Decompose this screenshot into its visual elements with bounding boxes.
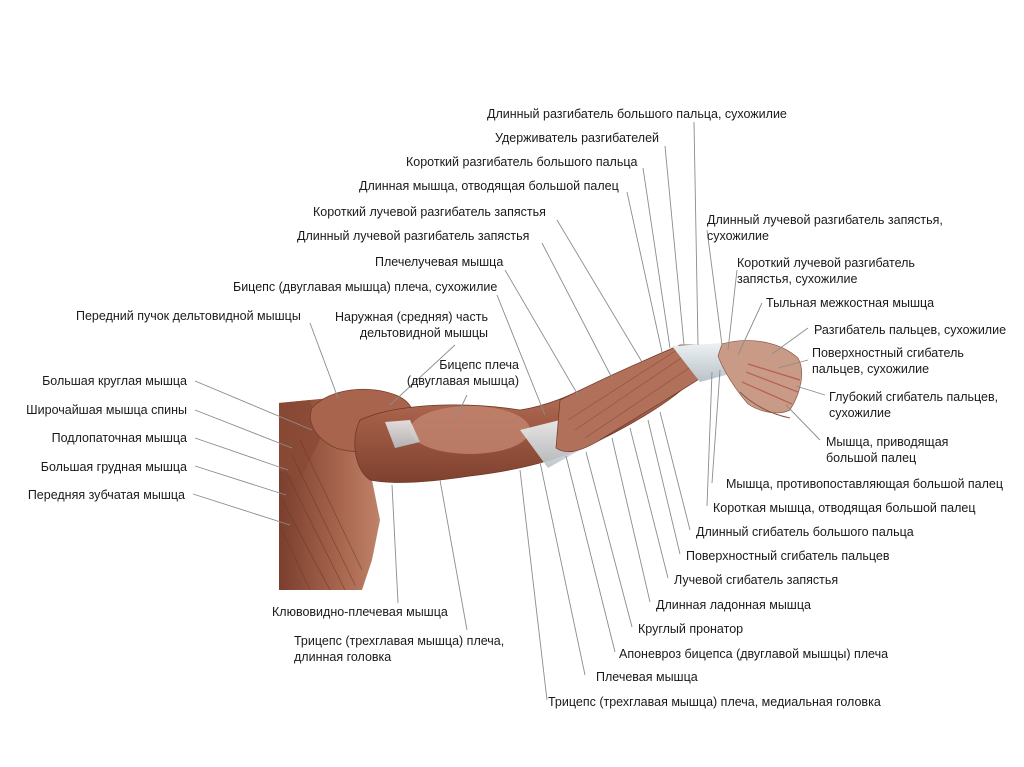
label-dorsal-interosseous: Тыльная межкостная мышца	[766, 296, 935, 310]
label-biceps-tendon: Бицепс (двуглавая мышца) плеча, сухожили…	[233, 280, 498, 294]
label-brachioradialis: Плечелучевая мышца	[375, 255, 504, 269]
label-ext-pollicis-longus: Длинный разгибатель большого пальца, сух…	[487, 107, 787, 121]
label-fcr: Лучевой сгибатель запястья	[674, 573, 839, 587]
label-ext-retinaculum: Удерживатель разгибателей	[495, 131, 660, 145]
label-bicipital-aponeurosis: Апоневроз бицепса (двуглавой мышцы) плеч…	[619, 647, 889, 661]
leader-lines	[192, 121, 826, 701]
biceps-belly	[410, 406, 530, 454]
label-latissimus: Широчайшая мышца спины	[26, 403, 187, 417]
label-palmaris-longus: Длинная ладонная мышца	[656, 598, 811, 612]
label-triceps-medial: Трицепс (трехглавая мышца) плеча, медиал…	[548, 695, 881, 709]
label-pec-major: Большая грудная мышца	[40, 460, 187, 474]
label-subscapularis: Подлопаточная мышца	[51, 431, 187, 445]
label-pronator-teres: Круглый пронатор	[638, 622, 744, 636]
label-fdp-tendon: Глубокий сгибатель пальцев,сухожилие	[829, 390, 999, 420]
label-fds: Поверхностный сгибатель пальцев	[686, 549, 890, 563]
label-biceps: Бицепс плеча(двуглавая мышца)	[406, 358, 519, 388]
label-ext-digitorum: Разгибатель пальцев, сухожилие	[814, 323, 1007, 337]
label-ant-deltoid: Передний пучок дельтовидной мышцы	[76, 309, 301, 323]
label-ext-pollicis-brevis: Короткий разгибатель большого пальца	[406, 155, 638, 169]
label-coracobrachialis: Клювовидно-плечевая мышца	[272, 605, 448, 619]
label-serratus: Передняя зубчатая мышца	[27, 488, 185, 502]
label-ecrb: Короткий лучевой разгибатель запястья	[313, 205, 546, 219]
label-brachialis: Плечевая мышца	[596, 670, 698, 684]
shoulder-tendon-shape	[385, 420, 420, 448]
hand	[717, 340, 802, 419]
label-ecrl: Длинный лучевой разгибатель запястья	[297, 229, 530, 243]
label-ecrl-tendon: Длинный лучевой разгибатель запястья,сух…	[707, 213, 943, 243]
label-flex-pollicis-longus: Длинный сгибатель большого пальца	[696, 525, 914, 539]
label-opponens-pollicis: Мышца, противопоставляющая большой палец	[726, 477, 1004, 491]
label-abd-pollicis-longus: Длинная мышца, отводящая большой палец	[359, 179, 619, 193]
label-triceps-long: Трицепс (трехглавая мышца) плеча,длинная…	[294, 634, 505, 664]
label-abd-pollicis-brevis: Короткая мышца, отводящая большой палец	[713, 501, 976, 515]
label-teres-major: Большая круглая мышца	[42, 374, 187, 388]
forearm	[555, 344, 711, 453]
